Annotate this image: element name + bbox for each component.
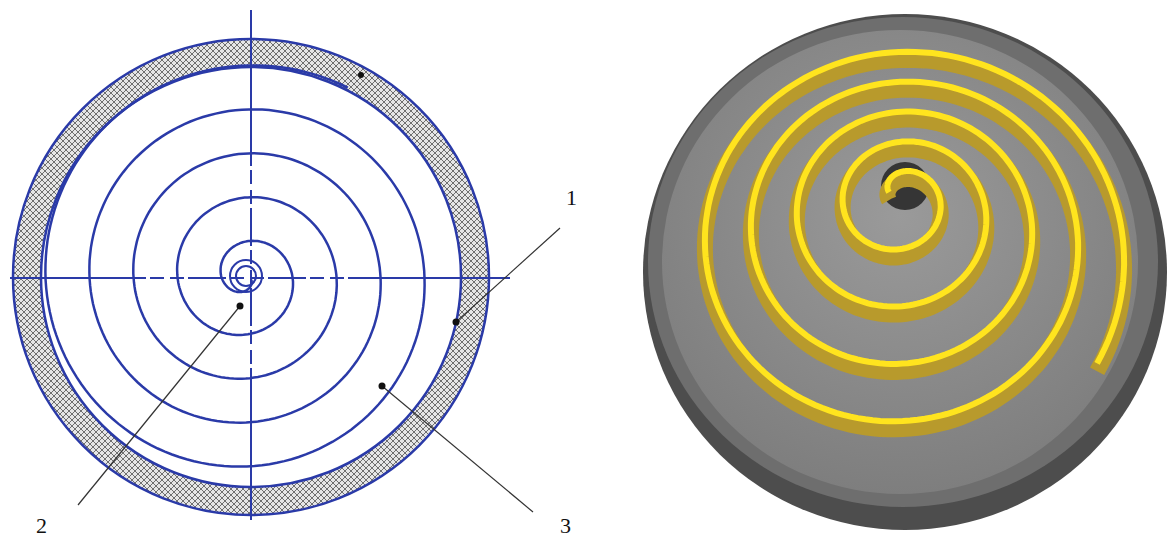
leader-line bbox=[456, 228, 560, 322]
callout-number: 1 bbox=[566, 186, 577, 210]
leader-dot bbox=[237, 303, 244, 310]
disk-floor bbox=[662, 30, 1138, 494]
leader-dot bbox=[453, 319, 460, 326]
disk-rim bbox=[643, 14, 1167, 530]
end-marker bbox=[358, 72, 364, 78]
vertical-axis bbox=[250, 10, 252, 520]
center-circle bbox=[230, 260, 262, 292]
horizontal-axis bbox=[10, 277, 510, 279]
callout-number: 3 bbox=[560, 514, 571, 538]
spiral-line bbox=[45, 65, 424, 466]
leader-line bbox=[78, 306, 240, 505]
center-dash-vertical bbox=[250, 150, 252, 400]
leader-dot bbox=[379, 383, 386, 390]
disk-rim-top bbox=[648, 17, 1158, 507]
callout-number: 2 bbox=[36, 514, 47, 538]
center-dash-vertical bbox=[250, 150, 253, 400]
leader-line bbox=[382, 386, 533, 512]
center-circle bbox=[236, 266, 256, 286]
spiral-wall-top bbox=[705, 52, 1124, 422]
